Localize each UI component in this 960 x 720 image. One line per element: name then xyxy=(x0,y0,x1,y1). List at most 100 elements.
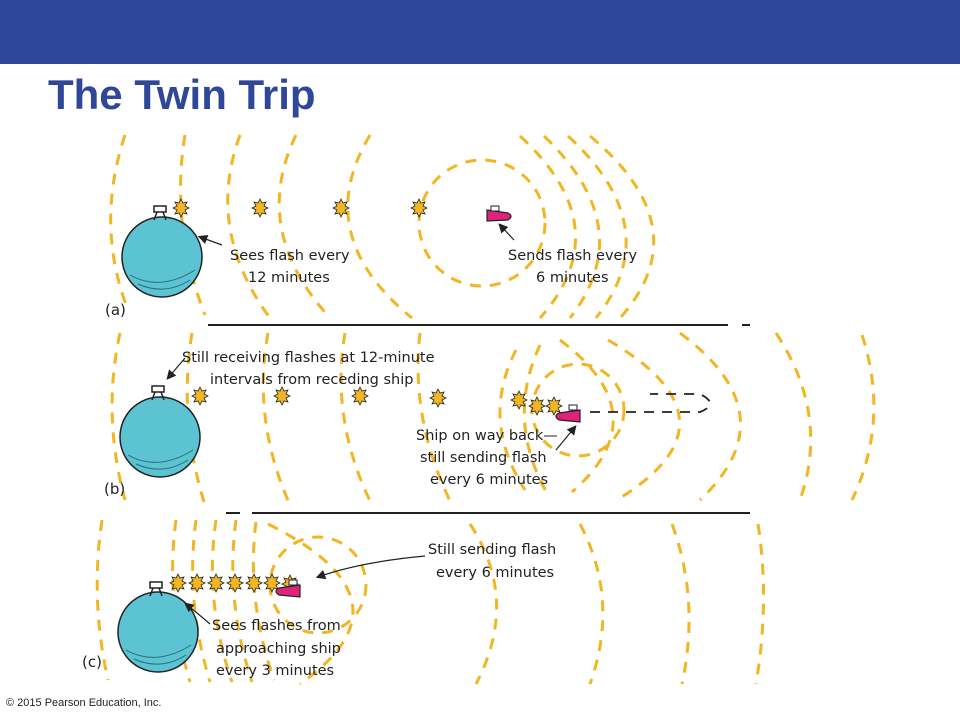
arrow xyxy=(197,234,223,246)
arrow xyxy=(315,555,426,580)
panel-a: Sees flash every 12 minutes Sends flash … xyxy=(105,134,656,320)
wavefront xyxy=(589,134,656,319)
wavefront xyxy=(679,331,742,502)
arrow xyxy=(555,425,577,451)
arrow xyxy=(184,602,211,625)
wavefront xyxy=(566,134,628,319)
flash-icon xyxy=(245,573,263,593)
flash-icon xyxy=(251,198,269,218)
wavefront xyxy=(210,519,234,683)
tripod-leg xyxy=(162,211,167,221)
wavefront xyxy=(578,523,605,685)
flash-icon xyxy=(510,390,528,410)
wavefront xyxy=(754,523,766,685)
earth-caption-a-line2: 12 minutes xyxy=(248,270,330,286)
earth-caption-c-line3: every 3 minutes xyxy=(216,663,334,679)
ship-caption-c-line1: Still sending flash xyxy=(428,542,556,558)
copyright-notice: © 2015 Pearson Education, Inc. xyxy=(6,697,162,709)
wavefront xyxy=(267,522,355,686)
wavefront xyxy=(607,338,682,500)
flash-icon xyxy=(226,573,244,593)
ship-caption-b-line1: Ship on way back— xyxy=(416,428,558,444)
wavefront xyxy=(774,332,813,501)
wavefront xyxy=(339,332,374,506)
flashes-b xyxy=(191,386,563,416)
wavefront xyxy=(109,134,130,311)
earth-shading xyxy=(125,644,192,658)
wavefront xyxy=(416,332,454,506)
telescope-observer-icon xyxy=(151,385,165,401)
panel-label-b: (b) xyxy=(104,480,125,498)
flash-icon xyxy=(528,396,546,416)
earth-caption-c-line2: approaching ship xyxy=(216,641,341,657)
wavefronts-a xyxy=(109,134,656,320)
earth-shading xyxy=(137,279,191,290)
ship-caption-b-line2: still sending flash xyxy=(420,450,547,466)
flash-icon xyxy=(263,573,281,593)
panel-c: Still sending flash every 6 minutes Sees… xyxy=(82,519,766,686)
ship-body xyxy=(275,584,301,598)
wavefront xyxy=(850,334,876,501)
spaceship-icon xyxy=(486,205,512,222)
earth-shading xyxy=(129,269,196,283)
wavefront xyxy=(346,134,413,320)
flash-icon xyxy=(410,198,428,218)
flash-icon xyxy=(207,573,225,593)
wavefront xyxy=(191,519,212,683)
telescope xyxy=(151,385,165,393)
spaceship-icon xyxy=(555,404,581,423)
flash-icon xyxy=(172,198,190,218)
wavefront xyxy=(670,523,691,685)
ship-caption-b-line3: every 6 minutes xyxy=(430,472,548,488)
telescope-observer-icon xyxy=(149,581,163,597)
flash-icon xyxy=(545,396,563,416)
earth-b xyxy=(119,385,201,478)
flash-icon xyxy=(188,573,206,593)
earth-shading xyxy=(133,654,187,665)
flashes-a xyxy=(172,198,428,218)
earth-caption-b-line2: intervals from receding ship xyxy=(210,372,413,388)
wavefront xyxy=(261,332,292,506)
telescope xyxy=(149,581,163,589)
wavefront-circle xyxy=(417,158,547,288)
ship-caption-a-line1: Sends flash every xyxy=(508,248,637,264)
wavefront xyxy=(231,519,254,683)
earth-a xyxy=(121,205,203,298)
ship-body xyxy=(555,409,581,423)
earth-globe xyxy=(119,396,201,478)
ship-body xyxy=(486,209,512,222)
wavefront xyxy=(226,134,272,319)
tripod-leg xyxy=(149,587,154,597)
wavefront xyxy=(251,521,276,681)
flash-icon xyxy=(273,386,291,406)
panel-label-c: (c) xyxy=(82,653,102,671)
wavefronts-b xyxy=(110,331,876,506)
tripod-leg xyxy=(153,211,158,221)
ship-path xyxy=(590,393,711,413)
flash-icon xyxy=(191,386,209,406)
spaceship-icon xyxy=(275,579,301,598)
ship-caption-a-line2: 6 minutes xyxy=(536,270,609,286)
header-band xyxy=(0,0,960,64)
earth-c xyxy=(117,581,199,673)
earth-shading xyxy=(127,449,194,463)
earth-caption-c-line1: Sees flashes from xyxy=(212,618,341,634)
tripod-leg xyxy=(158,587,163,597)
flash-icon xyxy=(351,386,369,406)
wavefront xyxy=(542,134,601,319)
ship-caption-c-line2: every 6 minutes xyxy=(436,565,554,581)
flash-icon xyxy=(169,573,187,593)
wavefront xyxy=(498,349,527,491)
telescope xyxy=(153,205,167,213)
wavefront xyxy=(95,519,110,681)
wavefront xyxy=(277,134,332,320)
wavefront xyxy=(468,523,498,685)
earth-caption-a-line1: Sees flash every xyxy=(230,248,350,264)
wavefront xyxy=(559,338,615,494)
panel-label-a: (a) xyxy=(105,301,126,319)
ship-cabin xyxy=(568,404,578,411)
earth-shading xyxy=(135,459,189,470)
flash-icon xyxy=(332,198,350,218)
panel-b: Still receiving flashes at 12-minute int… xyxy=(104,331,876,506)
